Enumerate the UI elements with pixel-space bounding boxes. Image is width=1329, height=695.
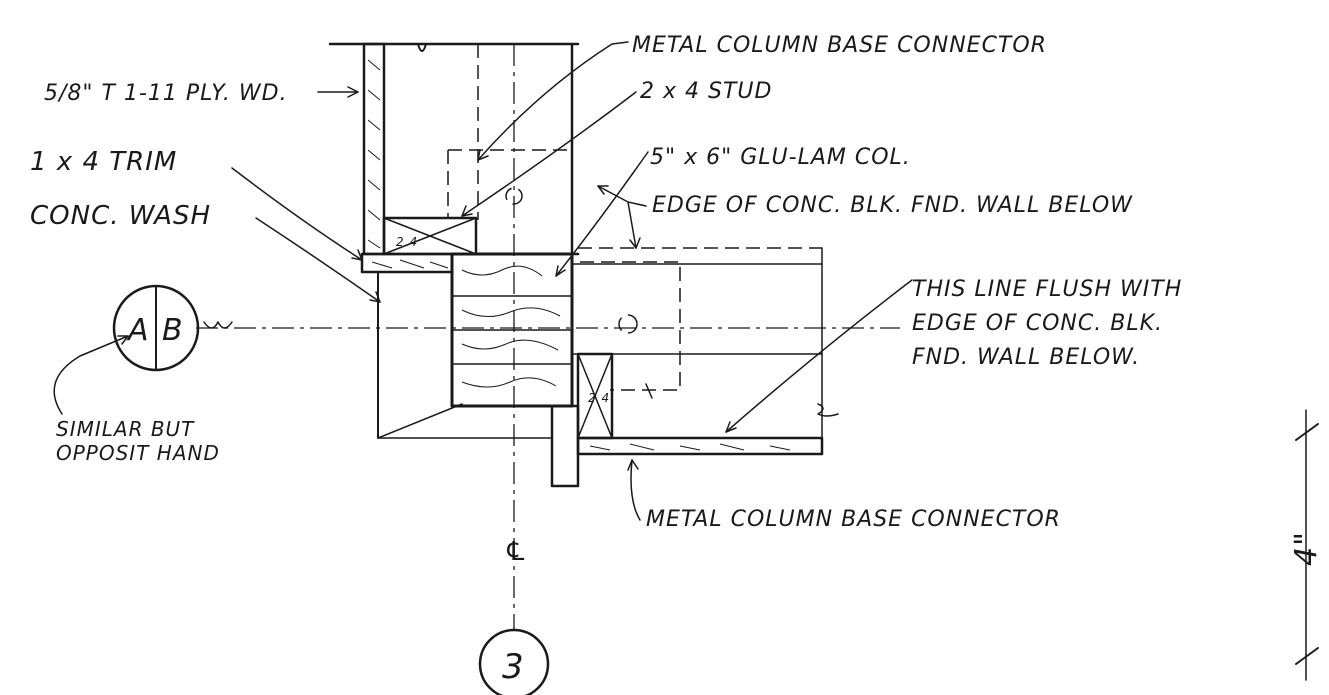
connector-dashed-upper [447, 149, 572, 218]
grid-number: 3 [502, 647, 525, 687]
dimension-4in: 4" [1289, 409, 1324, 681]
stud-top-mark: 2 4 [396, 235, 418, 249]
grid-marker[interactable]: 3 [478, 628, 550, 695]
trim-ledge [360, 252, 580, 439]
leader-edge-conc-arrows [597, 185, 641, 249]
detail-b-label: B [162, 313, 184, 348]
connector-dashed-right [580, 261, 681, 391]
centerline-break-mark [203, 321, 233, 329]
plywood-hatch [367, 59, 381, 249]
stud-lower-x-2 [577, 353, 613, 439]
leader-flush-line-arrow [725, 421, 737, 433]
plywood-siding-strip [362, 42, 386, 256]
label-trim: 1 x 4 TRIM [30, 147, 177, 177]
label-stud: 2 x 4 STUD [640, 79, 772, 104]
right-wall-break-mark [817, 403, 839, 417]
leader-glulam-arrow [555, 265, 566, 277]
dimension-label: 4" [1289, 531, 1324, 566]
leader-plywood-arrow [347, 86, 359, 98]
leader-metal-col-top [477, 41, 629, 161]
lower-plywood-strip [576, 436, 824, 456]
label-similar-2: OPPOSIT HAND [56, 441, 220, 465]
leader-flush-line [725, 279, 913, 433]
leader-stud-arrow [461, 205, 473, 217]
label-similar-1: SIMILAR BUT [56, 417, 195, 441]
grid-bubble [478, 628, 550, 695]
detail-a-label: A [126, 313, 150, 348]
lower-plywood-corner [550, 404, 580, 488]
stud-x-2 [383, 217, 477, 255]
top-wall: 2 4 [328, 42, 580, 256]
glulam-grain [461, 265, 561, 388]
label-conc-wash: CONC. WASH [30, 201, 211, 231]
foundation-outline [377, 403, 553, 439]
label-plywood: 5/8" T 1-11 PLY. WD. [44, 81, 288, 106]
trim-hatch [371, 259, 449, 269]
leader-metal-col-top-arrow [477, 149, 489, 161]
fnd-diag [377, 403, 463, 439]
leader-stud [461, 91, 637, 217]
label-flush-1: THIS LINE FLUSH WITH [912, 277, 1182, 302]
leader-trim-arrow [351, 249, 363, 261]
leader-metal-col-bottom-arrow [627, 459, 639, 471]
right-wall: 2 4 [550, 247, 839, 488]
top-wall-break-mark [417, 43, 427, 52]
glulam-column [450, 252, 574, 408]
stud-bottom-mark: 2 4 [588, 391, 610, 405]
leader-similar [53, 335, 129, 415]
leader-wash [255, 217, 381, 303]
dimension-tick-bottom [1295, 647, 1319, 665]
label-flush-3: FND. WALL BELOW. [912, 345, 1140, 370]
leader-edge-conc [597, 185, 647, 249]
label-metal-col-bottom: METAL COLUMN BASE CONNECTOR [646, 507, 1061, 532]
stud-lower-tick [645, 383, 653, 399]
centerline-symbol: ℄ [504, 537, 528, 567]
label-metal-col-top: METAL COLUMN BASE CONNECTOR [632, 33, 1047, 58]
leader-glulam [555, 151, 649, 277]
label-glulam: 5" x 6" GLU-LAM COL. [650, 145, 911, 170]
leaders [53, 41, 913, 521]
leader-trim [231, 167, 363, 261]
label-edge-conc: EDGE OF CONC. BLK. FND. WALL BELOW [652, 193, 1133, 218]
callouts: METAL COLUMN BASE CONNECTOR 5/8" T 1-11 … [30, 33, 1182, 532]
leader-metal-col-bottom [630, 459, 641, 521]
lower-plywood-hatch [589, 443, 791, 451]
bolt-hole-right [618, 314, 638, 334]
leader-similar-arrow [117, 335, 129, 345]
centerlines: ℄ [196, 44, 900, 630]
dimension-tick-top [1295, 423, 1319, 441]
leader-wash-arrow [369, 291, 381, 303]
detail-marker[interactable]: A B [112, 284, 200, 372]
label-flush-2: EDGE OF CONC. BLK. [912, 311, 1163, 336]
